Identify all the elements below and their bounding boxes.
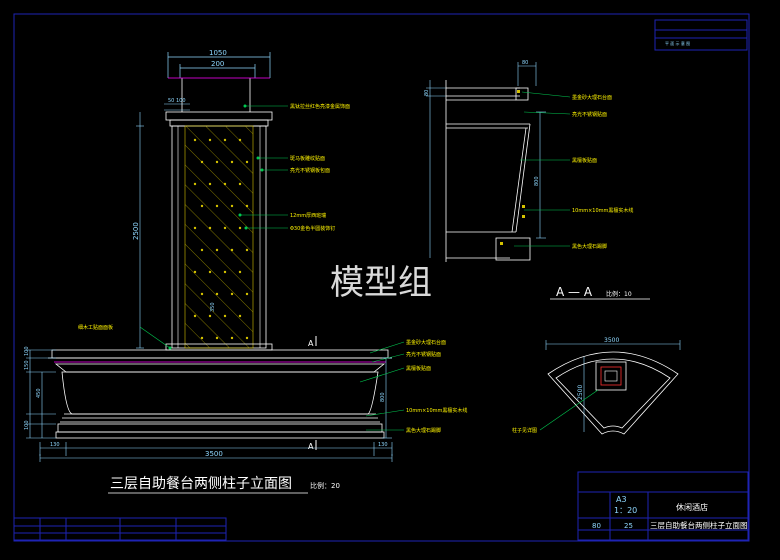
annot-b3: 黑檀板贴面 (406, 365, 431, 372)
annot-a4: 12mm厚西班瑞 (290, 212, 326, 219)
section-annot-c1: 墨金砂大理石台面 (572, 94, 612, 101)
dim-base-b: 150 (24, 360, 30, 370)
pillar-cap (165, 111, 273, 127)
pillar-stem (168, 77, 270, 112)
annot-b4: 10mm×10mm黑檀实木线 (406, 407, 467, 414)
section-title: A — A (556, 285, 593, 299)
section-dim-1: 80 (424, 90, 430, 96)
annot-b5: 黑色大理石踢脚 (406, 427, 441, 434)
dim-pillar-height: 2500 (132, 222, 140, 240)
section-annot-c4: 10mm×10mm黑檀实木线 (572, 207, 633, 214)
plan-column (595, 361, 627, 391)
section-marker-top: A (308, 339, 314, 348)
title-project: 休闲酒店 (676, 502, 708, 512)
header-box: 平 面 示 意 图 (654, 19, 748, 51)
plan-dims (545, 340, 681, 432)
decorative-studs (193, 138, 249, 340)
title-code: 80 (592, 522, 601, 530)
section-marker-bottom: A (308, 442, 314, 451)
section-annot-c2: 亮光不锈钢贴面 (572, 111, 607, 118)
dim-top-inner: 200 (211, 60, 224, 68)
plan-fan (547, 351, 679, 435)
title-sheet-size: A3 (616, 495, 627, 504)
title-drawing-name: 三层自助餐台两侧柱子立面图 (650, 520, 748, 530)
annot-b2: 亮光不锈钢贴面 (406, 351, 441, 358)
plan-dim-depth: 2500 (577, 385, 584, 400)
section-scale: 比例：10 (606, 290, 632, 298)
annot-a2: 斑马板雕纹贴面 (290, 155, 325, 162)
base-left-dims (26, 349, 56, 439)
section-dim-3: 800 (534, 176, 540, 186)
sheet-frame (13, 13, 750, 542)
section-dims (426, 62, 546, 258)
dim-pillar-b: 100 (176, 98, 186, 104)
dim-base-a: 100 (24, 346, 30, 356)
bottom-dims (39, 442, 393, 462)
dim-pillar-bottom: 350 (210, 302, 216, 312)
plan-leader (539, 389, 599, 431)
dim-base-c: 450 (36, 388, 42, 398)
section-leaders (514, 91, 571, 247)
plan-view: 3500 2500 柱子见详图 (512, 337, 681, 435)
title-block (577, 471, 749, 541)
elevation-title: 三层自助餐台两侧柱子立面图 (110, 476, 292, 492)
header-label: 平 面 示 意 图 (665, 40, 690, 46)
dim-top-overall: 1050 (209, 49, 227, 57)
top-dimensions (167, 52, 271, 78)
title-scale: 1：20 (614, 506, 637, 515)
dim-base-right: 800 (380, 392, 386, 402)
section-annot-c5: 黑色大理石踢脚 (572, 243, 607, 250)
section-profile (445, 80, 531, 262)
section-dim-2: 80 (522, 60, 528, 66)
dim-bottom-right: 130 (378, 442, 388, 448)
title-page: 25 (624, 522, 633, 530)
elevation-scale: 比例：20 (310, 481, 340, 490)
dim-overall-width: 3500 (205, 450, 223, 458)
annot-b1: 墨金砂大理石台面 (406, 339, 446, 346)
dim-base-d: 100 (24, 420, 30, 430)
plan-annotation: 柱子见详图 (512, 427, 537, 434)
dim-pillar-a: 50 (168, 98, 174, 104)
section-detail-marks (500, 90, 525, 245)
plan-dim-width: 3500 (604, 337, 619, 344)
dim-bottom-left: 130 (50, 442, 60, 448)
annot-a5: Φ30金色半圆装饰钉 (290, 225, 335, 232)
annot-a1: 黑钛拉丝红色亮漆金属饰面 (290, 103, 350, 110)
upper-leaders (139, 104, 288, 350)
section-view: 80 80 800 (424, 60, 650, 300)
pillar-left-dims (136, 103, 190, 349)
pillar-hatched-panel (184, 125, 254, 349)
section-annot-c3: 黑檀板贴面 (572, 157, 597, 164)
main-elevation: 1050 200 (24, 49, 467, 494)
counter-body (48, 349, 392, 439)
plan-column-core (604, 370, 618, 382)
base-leaders (359, 341, 405, 431)
watermark: 模型组 (330, 263, 432, 303)
revision-strip (13, 517, 227, 541)
annot-a6: 细木工贴面面板 (78, 324, 113, 331)
plan-column-inner (600, 366, 622, 386)
annot-a3: 亮光不锈钢板包面 (290, 167, 330, 174)
